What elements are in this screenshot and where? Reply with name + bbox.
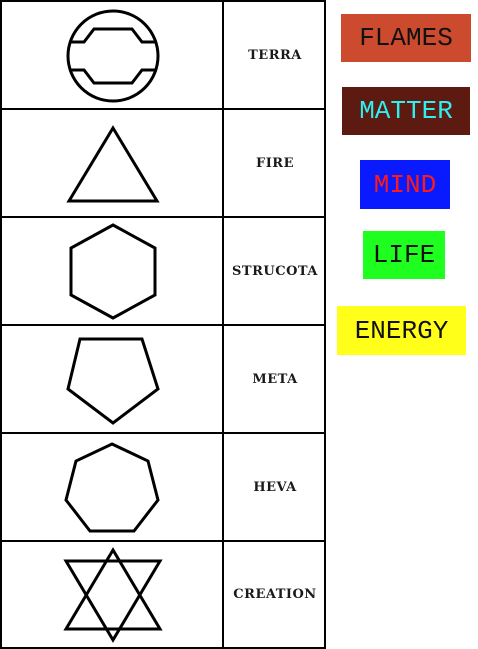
star-of-david-icon — [63, 547, 163, 643]
symbol-cell — [2, 434, 224, 540]
table-row-fire: FIRE — [0, 108, 326, 216]
hexagon-icon — [69, 223, 157, 320]
table-row-heva: HEVA — [0, 432, 326, 540]
label-energy: ENERGY — [337, 306, 466, 355]
symbol-cell — [2, 326, 224, 432]
label-flames: FLAMES — [341, 14, 471, 62]
element-table: TERRA FIRE STRUCOTA META — [0, 0, 326, 649]
table-row-meta: META — [0, 324, 326, 432]
label-matter: MATTER — [342, 87, 470, 135]
symbol-cell — [2, 218, 224, 324]
heptagon-icon — [64, 442, 160, 533]
element-name: TERRA — [248, 47, 302, 63]
symbol-cell — [2, 110, 224, 216]
symbol-cell — [2, 542, 224, 647]
table-row-strucota: STRUCOTA — [0, 216, 326, 324]
triangle-icon — [66, 125, 160, 203]
element-name: META — [252, 371, 298, 387]
table-row-terra: TERRA — [0, 0, 326, 108]
table-row-creation: CREATION — [0, 540, 326, 649]
element-name: STRUCOTA — [232, 263, 318, 279]
label-life: LIFE — [363, 231, 445, 279]
element-name: HEVA — [253, 479, 297, 495]
pentagon-icon — [66, 337, 160, 425]
element-name: FIRE — [255, 155, 295, 171]
label-mind: MIND — [360, 160, 450, 209]
symbol-cell — [2, 2, 224, 108]
circle-with-bars-icon — [66, 9, 160, 103]
element-name: CREATION — [233, 587, 317, 602]
